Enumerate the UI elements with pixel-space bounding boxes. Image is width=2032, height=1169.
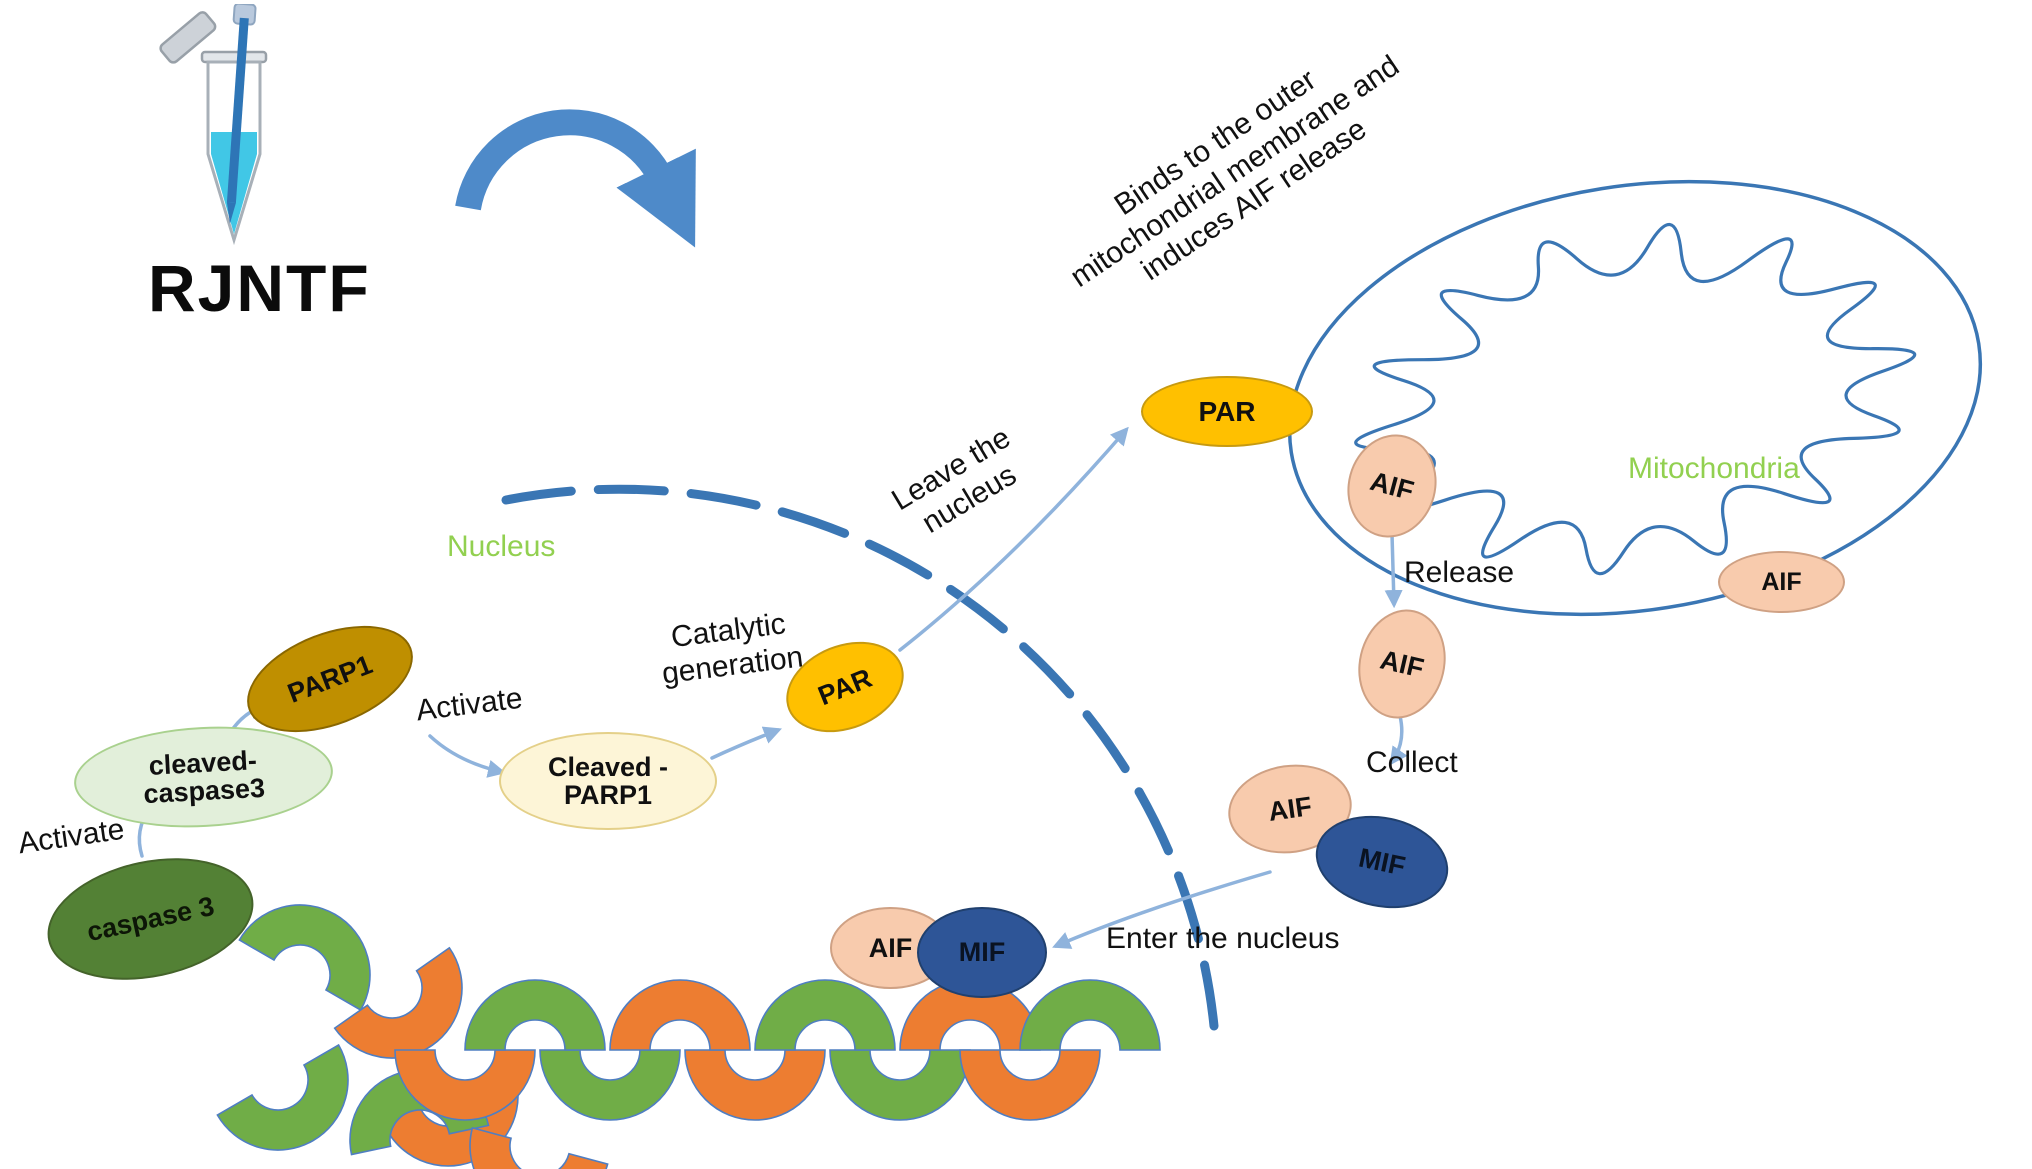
dna-fragment [453,1127,609,1169]
node-caspase3-label: caspase 3 [84,890,217,947]
dna-strand-arc [829,1049,971,1121]
node-aif-inner: AIF [1718,551,1845,613]
dna-fragment [238,878,397,1011]
node-aif-released-label: AIF [1377,644,1427,684]
collect-label: Collect [1366,746,1458,779]
node-par-outer-label: PAR [1198,395,1256,427]
mitochondria-outer-membrane [1287,179,1983,617]
arrow-leave-nucleus [898,426,1129,652]
arrow-activate-parp1 [428,734,507,778]
mitochondria-label: Mitochondria [1628,452,1800,485]
release-label: Release [1404,556,1515,589]
node-cleaved-caspase3-label: cleaved-caspase3 [142,744,266,810]
arrow-enter-nucleus [1052,870,1272,949]
node-parp1-label: PARP1 [283,649,377,709]
figure-title: RJNTF [148,251,371,325]
node-mif-nuclear: MIF [917,907,1047,998]
microcentrifuge-tube-with-pipette-icon [150,2,310,256]
nucleus-membrane [501,484,1219,1031]
dna-strand-arc [684,1049,826,1121]
dna-strand-arc [959,1049,1101,1121]
node-cleaved-parp1: Cleaved -PARP1 [499,732,717,830]
node-par-nucleus-label: PAR [813,662,877,712]
arrow-catalytic-generation [710,726,782,760]
dna-strand-arc [754,979,896,1051]
curved-down-right-arrow-icon [455,109,696,248]
node-aif-collected-label: AIF [1266,790,1314,827]
mitochondria-outline [1287,179,1983,617]
dna-strand-arc [539,1049,681,1121]
dna-strand-arc [1019,979,1161,1051]
arrow-release [1384,532,1403,609]
tube-cap-icon [159,11,217,64]
nucleus-label: Nucleus [447,530,556,563]
pipette-icon [226,2,257,224]
enter-nucleus-label: Enter the nucleus [1106,922,1340,955]
arrow-collect [1389,714,1408,766]
dna-strand-arc [609,979,751,1051]
node-aif-membrane-label: AIF [1367,465,1417,506]
node-aif-inner-label: AIF [1761,567,1802,596]
node-par-outer: PAR [1141,376,1313,447]
node-aif-nuclear-label: AIF [868,932,913,963]
node-mif-collected-label: MIF [1356,842,1408,882]
dna-strand-arc [464,979,606,1051]
node-cleaved-parp1-label: Cleaved -PARP1 [547,751,669,810]
node-mif-nuclear-label: MIF [958,937,1006,968]
